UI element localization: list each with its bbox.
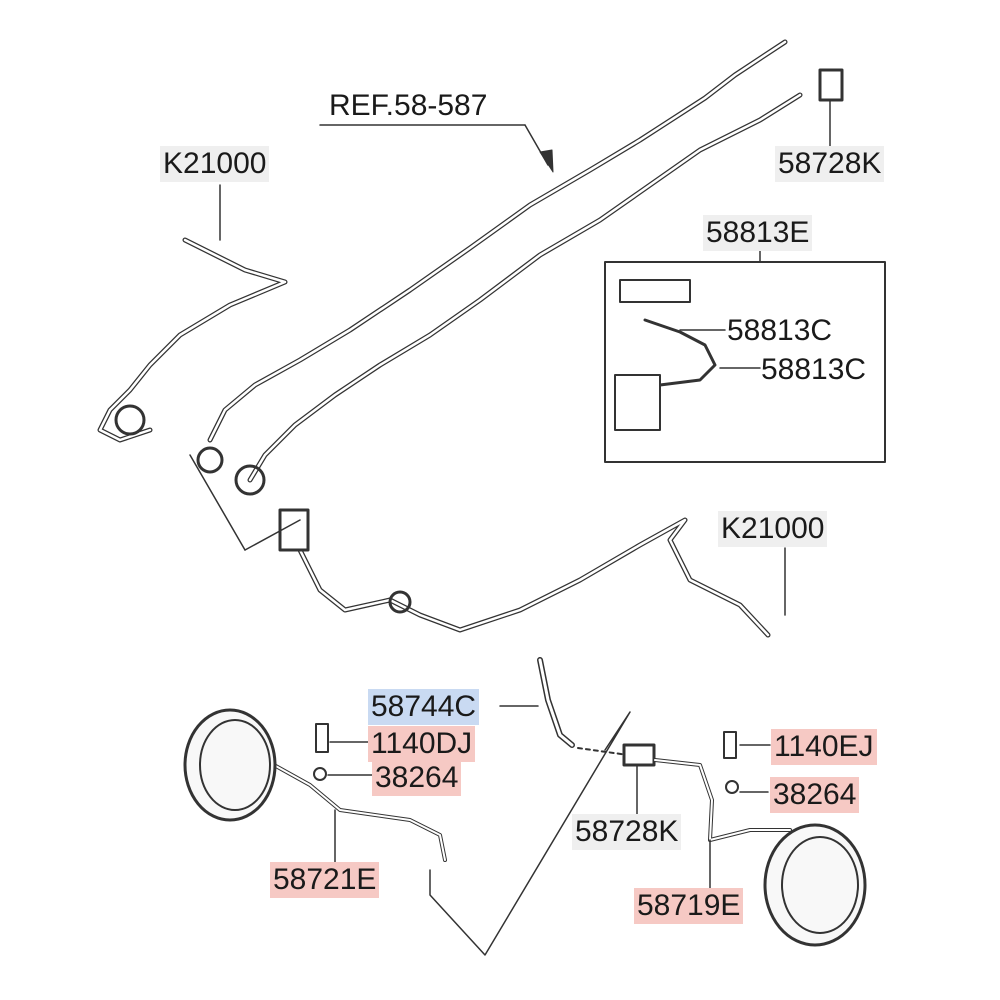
label-58813c-a[interactable]: 58813C <box>727 314 833 347</box>
label-k21000-mid[interactable]: K21000 <box>718 511 828 547</box>
label-k21000-top[interactable]: K21000 <box>160 146 270 182</box>
label-1140ej[interactable]: 1140EJ <box>771 729 877 765</box>
label-58813c-b[interactable]: 58813C <box>761 353 867 386</box>
label-ref-58-587: REF.58-587 <box>329 89 488 122</box>
label-1140dj[interactable]: 1140DJ <box>368 726 476 762</box>
label-38264-right[interactable]: 38264 <box>770 777 860 813</box>
label-38264-left[interactable]: 38264 <box>372 760 462 796</box>
brake-tube-long-1 <box>207 39 788 443</box>
label-58728k-top[interactable]: 58728K <box>775 146 885 182</box>
label-58721e[interactable]: 58721E <box>270 862 380 898</box>
label-58744c[interactable]: 58744C <box>368 689 480 725</box>
label-58813e[interactable]: 58813E <box>703 215 813 251</box>
label-58728k-bottom[interactable]: 58728K <box>572 814 682 850</box>
brake-tube-lower <box>292 517 771 638</box>
label-58719e[interactable]: 58719E <box>634 888 744 924</box>
brake-tube-long-2 <box>247 92 803 483</box>
brake-tube-upper-left <box>97 237 288 443</box>
